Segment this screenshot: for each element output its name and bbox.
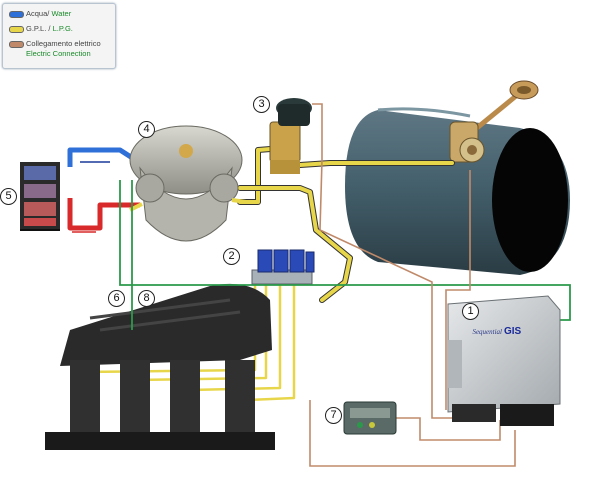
legend-label-it: Acqua <box>26 9 48 18</box>
legend-label-it: G.P.L. <box>26 24 47 33</box>
injector-rail <box>251 249 315 285</box>
intake-manifold <box>45 283 275 450</box>
legend-label-sep: / <box>48 24 51 33</box>
legend-label: G.P.L. / L.P.G. <box>26 24 73 34</box>
pressure-reducer <box>129 125 247 242</box>
fuel-switch <box>343 401 397 435</box>
legend-label: Acqua/ Water <box>26 9 71 19</box>
water-swatch <box>9 11 24 18</box>
callout-4: 4 <box>138 121 155 138</box>
lpg-electrovalve <box>269 98 312 174</box>
callout-8: 8 <box>138 290 155 307</box>
lpg-tank <box>345 107 570 275</box>
sensor-wires <box>119 180 571 330</box>
legend-label-en: L.P.G. <box>52 24 73 33</box>
electric-swatch <box>9 41 24 48</box>
electric-wires <box>309 103 516 467</box>
ecu-brand: GIS <box>504 326 522 337</box>
ecu-unit: Sequential GIS <box>447 295 561 426</box>
callout-2: 2 <box>223 248 240 265</box>
legend: Acqua/ Water G.P.L. / L.P.G. Collegament… <box>2 3 116 69</box>
legend-label-en: Electric Connection <box>26 49 91 58</box>
legend-label-it: Collegamento elettrico <box>26 39 101 48</box>
tank-multivalve <box>449 121 485 163</box>
callout-3: 3 <box>253 96 270 113</box>
lpg-swatch <box>9 26 24 33</box>
callout-6: 6 <box>108 290 125 307</box>
callout-1: 1 <box>462 303 479 320</box>
ecu-brand-prefix: Sequential <box>472 328 502 336</box>
callout-7: 7 <box>325 407 342 424</box>
filler-valve <box>470 80 539 134</box>
callout-5: 5 <box>0 188 17 205</box>
legend-label-en: Water <box>51 9 72 18</box>
legend-label-sep: / <box>47 9 50 18</box>
heater-radiator <box>20 162 60 231</box>
